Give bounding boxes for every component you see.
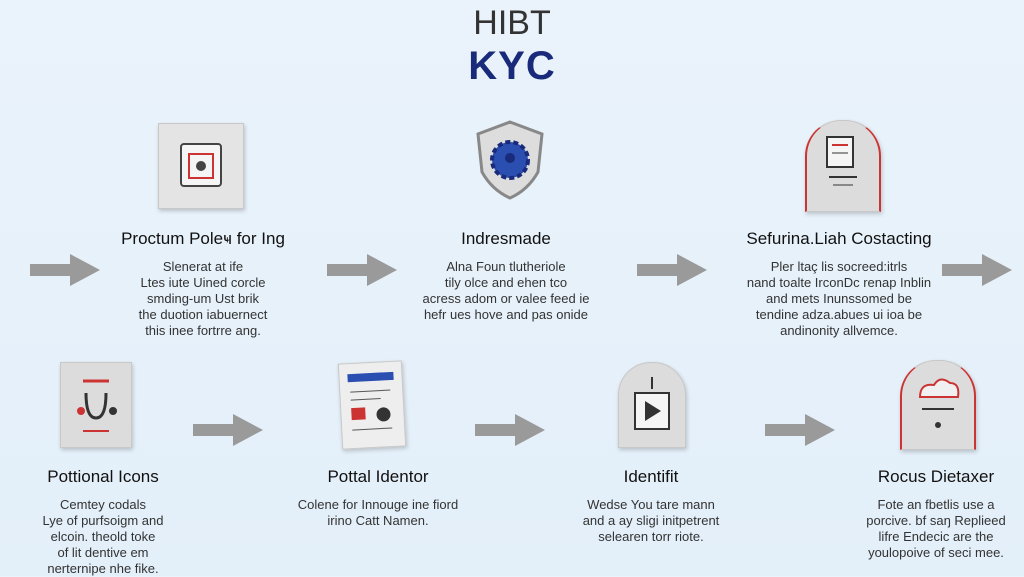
shield-gear-icon <box>468 118 552 207</box>
step-text: and mets Inunssomed be <box>766 291 912 306</box>
step-text: Pler ltaç lis socreed:itrls <box>770 259 908 274</box>
step-text: tendine adza.abues ui ioa be <box>755 307 923 322</box>
step-title: Proctum Poleҹ for Ing <box>121 229 285 248</box>
step-text: Colene for Innouge ine fiord <box>297 497 459 512</box>
cloud-icon <box>900 360 976 450</box>
web-document-icon <box>337 360 407 450</box>
step-title: Pottal Identor <box>327 467 429 486</box>
arrow-icon <box>475 414 545 446</box>
step-text: tily olce and ehen tco <box>444 275 568 290</box>
step-text: porcive. bf saŋ Replieed <box>866 513 1006 528</box>
document-icon <box>805 120 881 212</box>
step-text: Lye of purfsoigm and <box>42 513 164 528</box>
arrow-icon <box>30 254 100 286</box>
arrow-icon <box>193 414 263 446</box>
step-text: irino Catt Namen. <box>327 513 429 528</box>
package-icon <box>158 123 244 209</box>
step-text: elcoin. theold toke <box>50 529 156 544</box>
step-text: of lit dentive em <box>57 545 149 560</box>
step-text: and a ay sligi initpetrent <box>582 513 720 528</box>
header-subtitle: KYC <box>468 44 556 88</box>
step-text: nerternipe nhe fike. <box>47 561 159 576</box>
step-text: Wedse You tare mann <box>587 497 715 512</box>
step-title: Rocus Dietaxer <box>877 467 995 486</box>
arrow-icon <box>327 254 397 286</box>
step-text: hefr ues hove and pas onide <box>423 307 589 322</box>
step-text: acress adom or valee feed ie <box>422 291 590 306</box>
step-text: Alna Foun tlutheriole <box>446 259 566 274</box>
step-text: nand toalte IrconDc renap Inblin <box>746 275 932 290</box>
step-text: Cemtey codals <box>60 497 146 512</box>
step-text: this inee fortrre ang. <box>145 323 261 338</box>
stethoscope-icon <box>60 362 132 448</box>
step-title: Identifit <box>623 467 679 486</box>
step-text: Slenerat at ife <box>162 259 244 274</box>
arrow-icon <box>942 254 1012 286</box>
step-text: Fote an fbetlis use a <box>877 497 995 512</box>
step-text: youlopoive of seci mee. <box>868 545 1004 560</box>
step-title: Indresmade <box>461 229 551 248</box>
step-title: Pottional Icons <box>47 467 159 486</box>
header-title: HIBT <box>473 4 551 42</box>
play-icon <box>618 362 686 448</box>
step-text: smding-um Ust brik <box>147 291 259 306</box>
step-text: lifre Endecic are the <box>878 529 994 544</box>
step-text: andinonity allvemce. <box>780 323 898 338</box>
step-text: selearen torr riote. <box>598 529 704 544</box>
step-text: the duotion iabuernect <box>138 307 268 322</box>
step-title: Sefurina.Liah Costacting <box>746 229 932 248</box>
arrow-icon <box>637 254 707 286</box>
arrow-icon <box>765 414 835 446</box>
step-text: Ltes iute Uined corcle <box>140 275 266 290</box>
